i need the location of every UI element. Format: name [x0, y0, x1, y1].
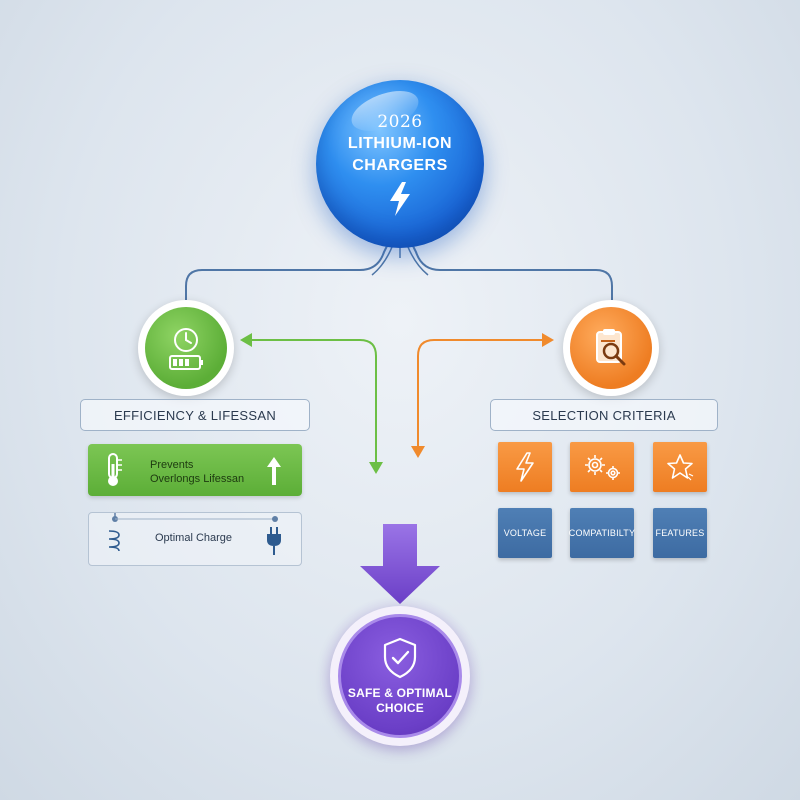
prevents-text: Prevents Overlongs Lifessan — [150, 458, 244, 486]
result-node-core: SAFE & OPTIMAL CHOICE — [338, 614, 462, 738]
criteria-node-core — [570, 307, 652, 389]
voltage-tile: VOLTAGE — [498, 508, 552, 558]
result-line2: CHOICE — [376, 701, 424, 715]
hub-year: 2026 — [377, 112, 423, 132]
clock-battery-icon-group — [169, 328, 203, 370]
coil-icon — [108, 530, 120, 552]
voltage-tile-icon-box — [498, 442, 552, 492]
efficiency-label: EFFICIENCY & LIFESSAN — [80, 399, 310, 431]
hub-title-line1: LITHIUM-ION — [347, 135, 453, 152]
features-tile-icon-box — [653, 442, 707, 492]
compatibility-tile: COMPATIBILTY — [568, 508, 636, 558]
prevents-overcharge-bar: Prevents Overlongs Lifessan — [88, 444, 302, 496]
criteria-node — [563, 300, 659, 396]
shield-check-icon — [383, 637, 417, 679]
optimal-charge-box: Optimal Charge — [88, 512, 302, 566]
features-label: FEATURES — [655, 528, 705, 538]
efficiency-node — [138, 300, 234, 396]
compatibility-label: COMPATIBILTY — [568, 528, 636, 538]
star-icon — [667, 454, 694, 481]
criteria-label-text: SELECTION CRITERIA — [532, 407, 676, 423]
green-flow-arrow — [240, 333, 383, 474]
charge-connector-line — [112, 513, 278, 522]
lightning-icon — [516, 452, 534, 482]
voltage-label: VOLTAGE — [503, 528, 547, 538]
battery-icon — [169, 355, 203, 370]
thermometer-icon — [108, 453, 122, 486]
criteria-label: SELECTION CRITERIA — [490, 399, 718, 431]
plug-icon — [267, 527, 281, 555]
clipboard-search-icon — [596, 329, 626, 366]
lightning-bolt-icon — [390, 182, 410, 216]
clock-icon — [174, 328, 198, 352]
optimal-charge-label: Optimal Charge — [155, 532, 233, 544]
compatibility-tile-icon-box — [570, 442, 634, 492]
gears-icon — [585, 455, 620, 480]
prevents-line2: Overlongs Lifessan — [150, 473, 245, 485]
hub-title-line2: CHARGERS — [352, 157, 448, 174]
features-tile: FEATURES — [653, 508, 707, 558]
efficiency-label-text: EFFICIENCY & LIFESSAN — [113, 407, 277, 423]
prevents-line1: Prevents — [150, 459, 194, 471]
result-line1: SAFE & OPTIMAL — [347, 686, 453, 700]
orange-flow-arrow — [411, 333, 554, 458]
hub-node: 2026 LITHIUM-ION CHARGERS — [316, 80, 484, 248]
result-arrow — [360, 524, 440, 604]
result-node: SAFE & OPTIMAL CHOICE — [330, 606, 470, 746]
efficiency-node-core — [145, 307, 227, 389]
arrow-up-icon — [267, 457, 281, 485]
